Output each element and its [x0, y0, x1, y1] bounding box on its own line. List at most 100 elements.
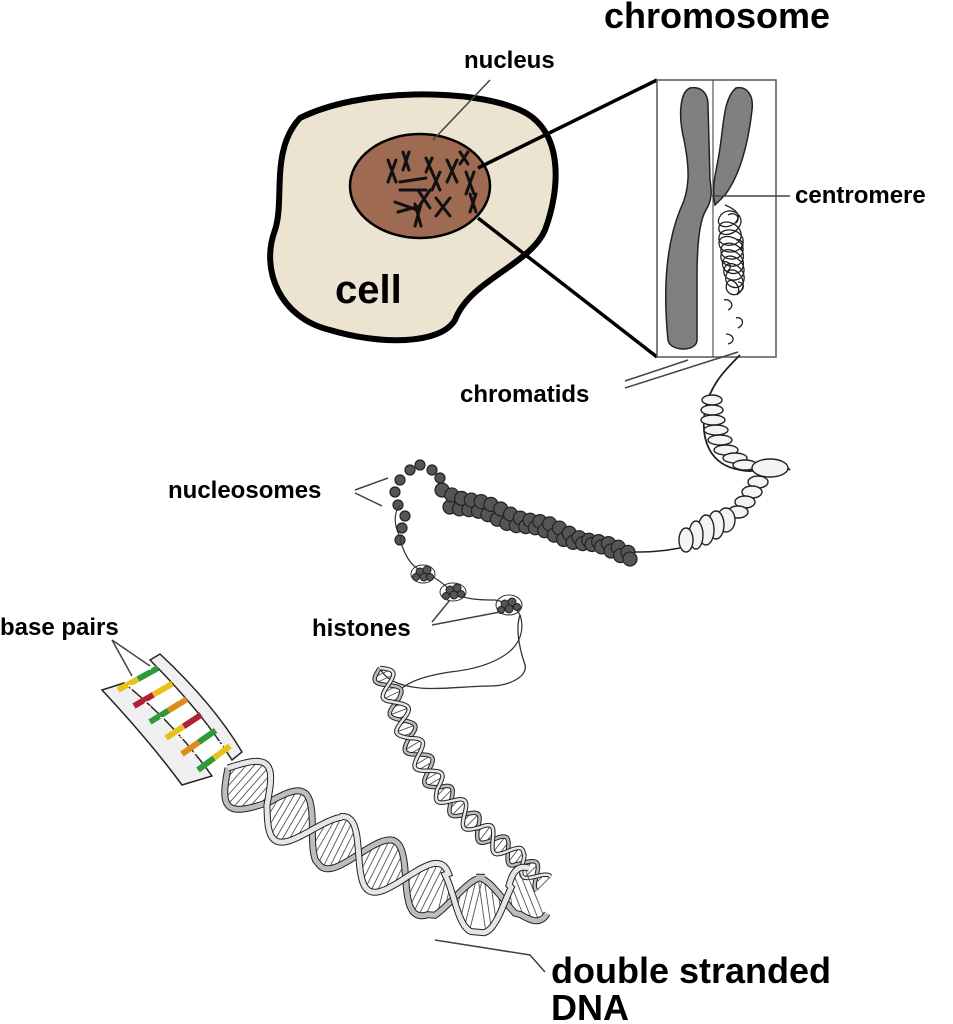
helix-rung	[404, 739, 422, 751]
nucleus-chromosomes	[386, 150, 478, 228]
base-letter-left: A	[192, 748, 199, 759]
helix-rung	[322, 817, 349, 868]
label-chromatids: chromatids	[460, 381, 589, 408]
base-bar-right	[197, 727, 218, 745]
ladder-backbone-right	[148, 653, 243, 762]
solenoid-coils-lower	[678, 507, 736, 553]
ladder-backbone-left	[100, 682, 214, 786]
helix-rung	[239, 773, 271, 810]
label-centromere: centromere	[795, 182, 926, 209]
dna-pointer	[434, 939, 546, 973]
histones-pointer-2	[431, 611, 501, 626]
base-bar-right	[151, 681, 174, 698]
label-base-pairs: base pairs	[0, 614, 119, 641]
label-cell: cell	[335, 268, 402, 312]
base-bar-right	[166, 696, 189, 714]
label-dna-line2: DNA	[551, 987, 629, 1024]
histone-clusters	[412, 565, 521, 614]
helix-rung	[362, 841, 383, 882]
label-chromosome: chromosome	[604, 0, 830, 36]
label-histones: histones	[312, 615, 411, 642]
chromatid-right-arm	[712, 86, 754, 207]
helix-strand-front-outline	[379, 665, 553, 881]
helix-rung	[376, 845, 401, 893]
helix-rung	[317, 816, 343, 864]
base-bar-right	[181, 712, 203, 729]
helix-rung	[336, 828, 356, 868]
nucleosome-bead	[414, 459, 426, 471]
nucleus-body	[348, 132, 492, 240]
helix-rung	[328, 821, 353, 869]
base-letter-right: C	[187, 709, 194, 720]
helix-rung	[365, 839, 391, 888]
helix-rung	[469, 877, 484, 931]
helix-rung	[389, 707, 409, 716]
helix-rung	[464, 879, 477, 927]
helix-rung	[274, 791, 304, 841]
helix-strand-back	[373, 667, 540, 892]
linker-dna	[379, 614, 526, 690]
base-bar-right	[212, 743, 232, 761]
nucleosome-bead	[396, 522, 408, 534]
base-bar-left	[180, 739, 201, 757]
helix-rung	[270, 790, 298, 836]
helix-rung	[483, 879, 492, 928]
base-letter-left: G	[176, 732, 184, 743]
chromatin-fiber-link	[631, 547, 681, 553]
helix-rung	[232, 767, 269, 809]
helix-rung	[409, 864, 432, 907]
helix-rung	[224, 761, 259, 799]
nucleosome-beads	[389, 459, 638, 567]
nucleosome-bead	[399, 510, 411, 522]
helix-rung	[523, 867, 545, 918]
base-letter-right: A	[144, 662, 151, 673]
helix-strand-front	[227, 758, 530, 936]
helix-rung	[227, 762, 265, 805]
helix-rung	[524, 864, 539, 879]
nucleosomes-pointer-2	[354, 492, 383, 507]
base-letter-right: T	[202, 724, 208, 735]
base-letter-right: G	[216, 740, 224, 751]
zoom-line-top	[477, 78, 658, 170]
nucleosome-bead	[426, 464, 438, 476]
zoom-line-bottom	[476, 216, 659, 359]
thin-dna-helix	[372, 665, 553, 893]
base-letter-left: T	[160, 716, 166, 727]
histones-pointer-1	[431, 599, 451, 623]
base-letter-right: A	[173, 693, 180, 704]
nucleosome-bead	[404, 464, 416, 476]
helix-rung	[413, 863, 439, 913]
helix-rung	[438, 788, 453, 803]
helix-rung	[383, 690, 402, 700]
helix-rung	[477, 877, 487, 933]
helix-rung	[280, 795, 308, 843]
helix-rung	[370, 841, 396, 892]
helix-rung	[436, 877, 447, 914]
helix-rung	[493, 836, 506, 853]
helix-strand-back	[222, 767, 550, 924]
helix-rung	[478, 825, 492, 842]
helix-rung	[418, 865, 444, 916]
base-bar-left	[132, 692, 155, 709]
nucleosome-bead	[392, 499, 404, 511]
label-dna-line1: double stranded	[551, 950, 831, 991]
helix-strand-front-outline	[226, 757, 530, 937]
helix-rung	[287, 802, 311, 842]
helix-strand-front	[379, 666, 552, 880]
nucleus-pointer	[432, 79, 491, 141]
base-bar-left	[148, 708, 170, 725]
base-pairs-pointer-1	[111, 639, 133, 677]
helix-rung	[376, 674, 394, 684]
nucleosome-bead	[622, 551, 638, 567]
nucleosome-bead	[389, 486, 401, 498]
histone-wraps	[410, 564, 523, 616]
base-letter-right: G	[158, 678, 166, 689]
helix-rung	[464, 814, 479, 829]
helix-rung	[396, 724, 416, 733]
base-letter-left: C	[208, 764, 215, 775]
label-nucleus: nucleus	[464, 47, 555, 74]
helix-rung	[536, 876, 551, 891]
helix-rung	[451, 801, 466, 816]
helix-rung	[517, 868, 540, 921]
helix-rung	[513, 873, 533, 921]
